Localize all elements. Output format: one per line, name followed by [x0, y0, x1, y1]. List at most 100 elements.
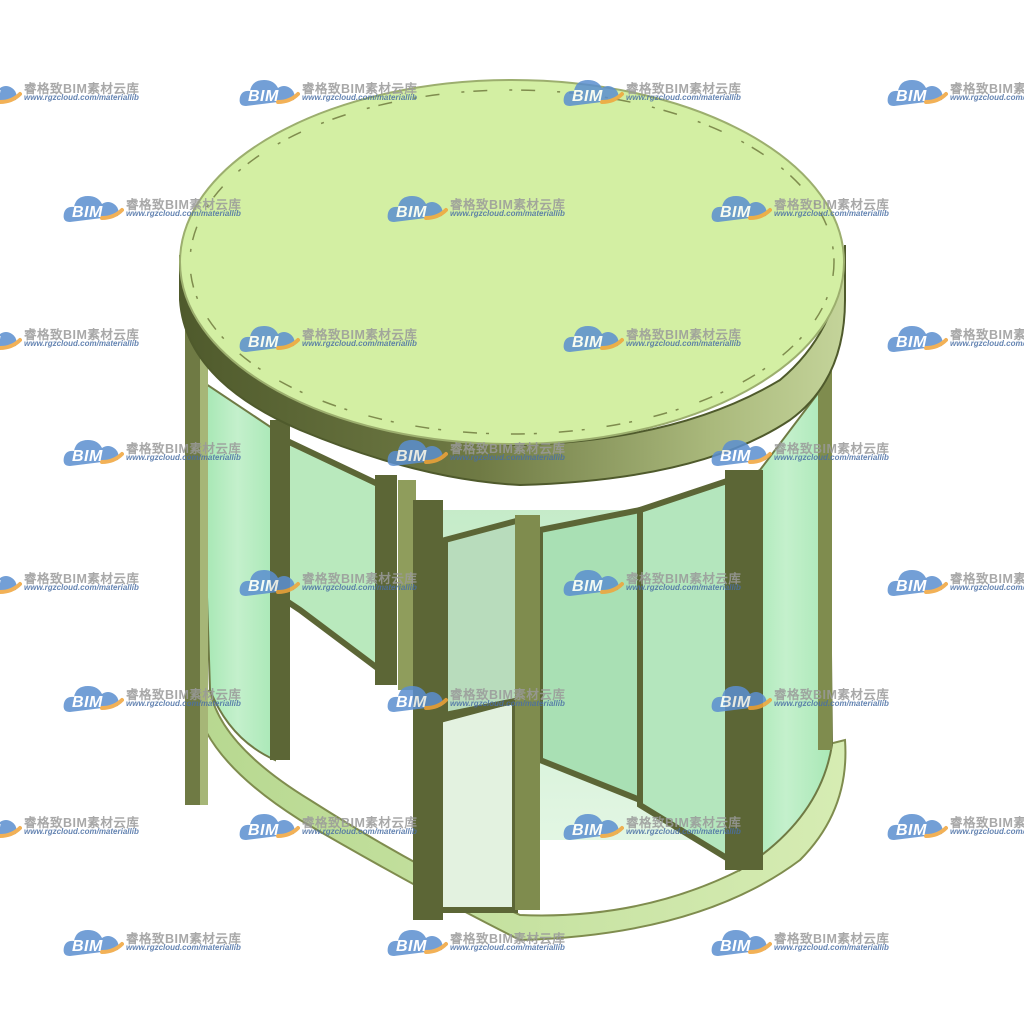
cloud-logo-icon	[239, 326, 300, 352]
watermark-logo-text: BIM	[0, 334, 1, 352]
watermark-logo-text: BIM	[572, 334, 603, 351]
watermark-name: 睿格致BIM素材云库	[126, 198, 242, 212]
watermark-name: 睿格致BIM素材云库	[24, 816, 140, 830]
watermark-url: www.rgzcloud.com/materiallib	[774, 699, 889, 708]
watermark-logo-text: BIM	[248, 578, 279, 595]
watermark-name: 睿格致BIM素材云库	[24, 82, 140, 96]
watermark-url: www.rgzcloud.com/materiallib	[626, 339, 741, 348]
cloud-logo-icon	[563, 326, 624, 352]
watermark-logo-text: BIM	[396, 694, 427, 711]
watermark-logo-text: BIM	[572, 88, 603, 105]
watermark-logo-text: BIM	[0, 578, 1, 596]
watermark-logo-text: BIM	[572, 822, 603, 839]
watermark-name: 睿格致BIM素材云库	[302, 572, 418, 586]
watermark-name: 睿格致BIM素材云库	[126, 442, 242, 456]
watermark-logo-text: BIM	[248, 822, 279, 839]
cloud-logo-icon	[387, 686, 448, 712]
cloud-logo-icon	[387, 930, 448, 956]
watermark-name: 睿格致BIM素材云库	[24, 328, 140, 342]
watermark-name: 睿格致BIM素材云库	[302, 816, 418, 830]
watermark-url: www.rgzcloud.com/materiallib	[126, 209, 241, 218]
watermark-logo-text: BIM	[396, 448, 427, 465]
watermark-url: www.rgzcloud.com/materiallib	[126, 699, 241, 708]
watermark-name: 睿格致BIM素材云库	[302, 328, 418, 342]
frame-post-entry	[413, 500, 443, 920]
watermark-name: 睿格致BIM素材云库	[950, 816, 1024, 830]
watermark: BIM睿格致BIM素材云库www.rgzcloud.com/materialli…	[886, 72, 1024, 112]
watermark-url: www.rgzcloud.com/materiallib	[626, 583, 741, 592]
cloud-logo-icon	[563, 80, 624, 106]
cloud-logo-icon	[563, 814, 624, 840]
watermark-logo-text: BIM	[0, 88, 1, 106]
watermark-logo-text: BIM	[396, 938, 427, 955]
watermark-name: 睿格致BIM素材云库	[774, 198, 890, 212]
cloud-logo-icon	[63, 440, 124, 466]
watermark-url: www.rgzcloud.com/materiallib	[450, 699, 565, 708]
watermark-logo-text: BIM	[248, 334, 279, 351]
watermark-url: www.rgzcloud.com/materiallib	[774, 209, 889, 218]
watermark-logo-text: BIM	[896, 88, 927, 105]
frame-post-right-outer	[818, 370, 832, 750]
frame-post-left-outer-hi	[200, 335, 208, 805]
door-leaf-front	[437, 696, 518, 913]
cloud-logo-icon	[711, 930, 772, 956]
watermark: BIM睿格致BIM素材云库www.rgzcloud.com/materialli…	[886, 318, 1024, 358]
cloud-logo-icon	[711, 686, 772, 712]
watermark-logo-text: BIM	[720, 694, 751, 711]
watermark-logo-text: BIM	[248, 88, 279, 105]
cloud-logo-icon	[0, 820, 22, 838]
watermark-logo-text: BIM	[396, 204, 427, 221]
watermark-logo-text: BIM	[896, 822, 927, 839]
watermark-url: www.rgzcloud.com/materiallib	[302, 583, 417, 592]
watermark-url: www.rgzcloud.com/materiallib	[626, 93, 741, 102]
watermark: BIM 睿格致BIM素材云库www.rgzcloud.com/materialli…	[0, 562, 150, 602]
watermark-logo-text: BIM	[572, 578, 603, 595]
watermark-url: www.rgzcloud.com/materiallib	[950, 583, 1024, 592]
watermark-logo-text: BIM	[72, 694, 103, 711]
watermark-url: www.rgzcloud.com/materiallib	[950, 339, 1024, 348]
watermark: BIM睿格致BIM素材云库www.rgzcloud.com/materialli…	[886, 562, 1024, 602]
door-leaf-far-right	[637, 475, 733, 866]
cloud-logo-icon	[63, 930, 124, 956]
watermark-name: 睿格致BIM素材云库	[626, 816, 742, 830]
cloud-logo-icon	[239, 80, 300, 106]
watermark-name: 睿格致BIM素材云库	[626, 328, 742, 342]
watermark-url: www.rgzcloud.com/materiallib	[302, 827, 417, 836]
cloud-logo-icon	[0, 576, 22, 594]
cloud-logo-icon	[63, 686, 124, 712]
watermark-name: 睿格致BIM素材云库	[450, 688, 566, 702]
watermark: BIM睿格致BIM素材云库www.rgzcloud.com/materialli…	[886, 806, 1024, 846]
watermark-url: www.rgzcloud.com/materiallib	[626, 827, 741, 836]
frame-post-center-right	[398, 480, 416, 690]
watermark-url: www.rgzcloud.com/materiallib	[950, 93, 1024, 102]
watermark-url: www.rgzcloud.com/materiallib	[450, 453, 565, 462]
watermark-name: 睿格致BIM素材云库	[24, 572, 140, 586]
watermark-url: www.rgzcloud.com/materiallib	[24, 339, 139, 348]
watermark: BIM 睿格致BIM素材云库www.rgzcloud.com/materialli…	[0, 318, 150, 358]
watermark-name: 睿格致BIM素材云库	[626, 82, 742, 96]
cloud-logo-icon	[887, 814, 948, 840]
watermark-url: www.rgzcloud.com/materiallib	[126, 453, 241, 462]
watermark-url: www.rgzcloud.com/materiallib	[450, 209, 565, 218]
watermark-logo-text: BIM	[720, 204, 751, 221]
canopy-top	[179, 79, 845, 445]
watermark-url: www.rgzcloud.com/materiallib	[450, 943, 565, 952]
cloud-logo-icon	[887, 80, 948, 106]
watermark-url: www.rgzcloud.com/materiallib	[24, 583, 139, 592]
watermark: BIM睿格致BIM素材云库www.rgzcloud.com/materialli…	[0, 72, 150, 112]
watermark-logo-text: BIM	[72, 204, 103, 221]
watermark-url: www.rgzcloud.com/materiallib	[24, 827, 139, 836]
